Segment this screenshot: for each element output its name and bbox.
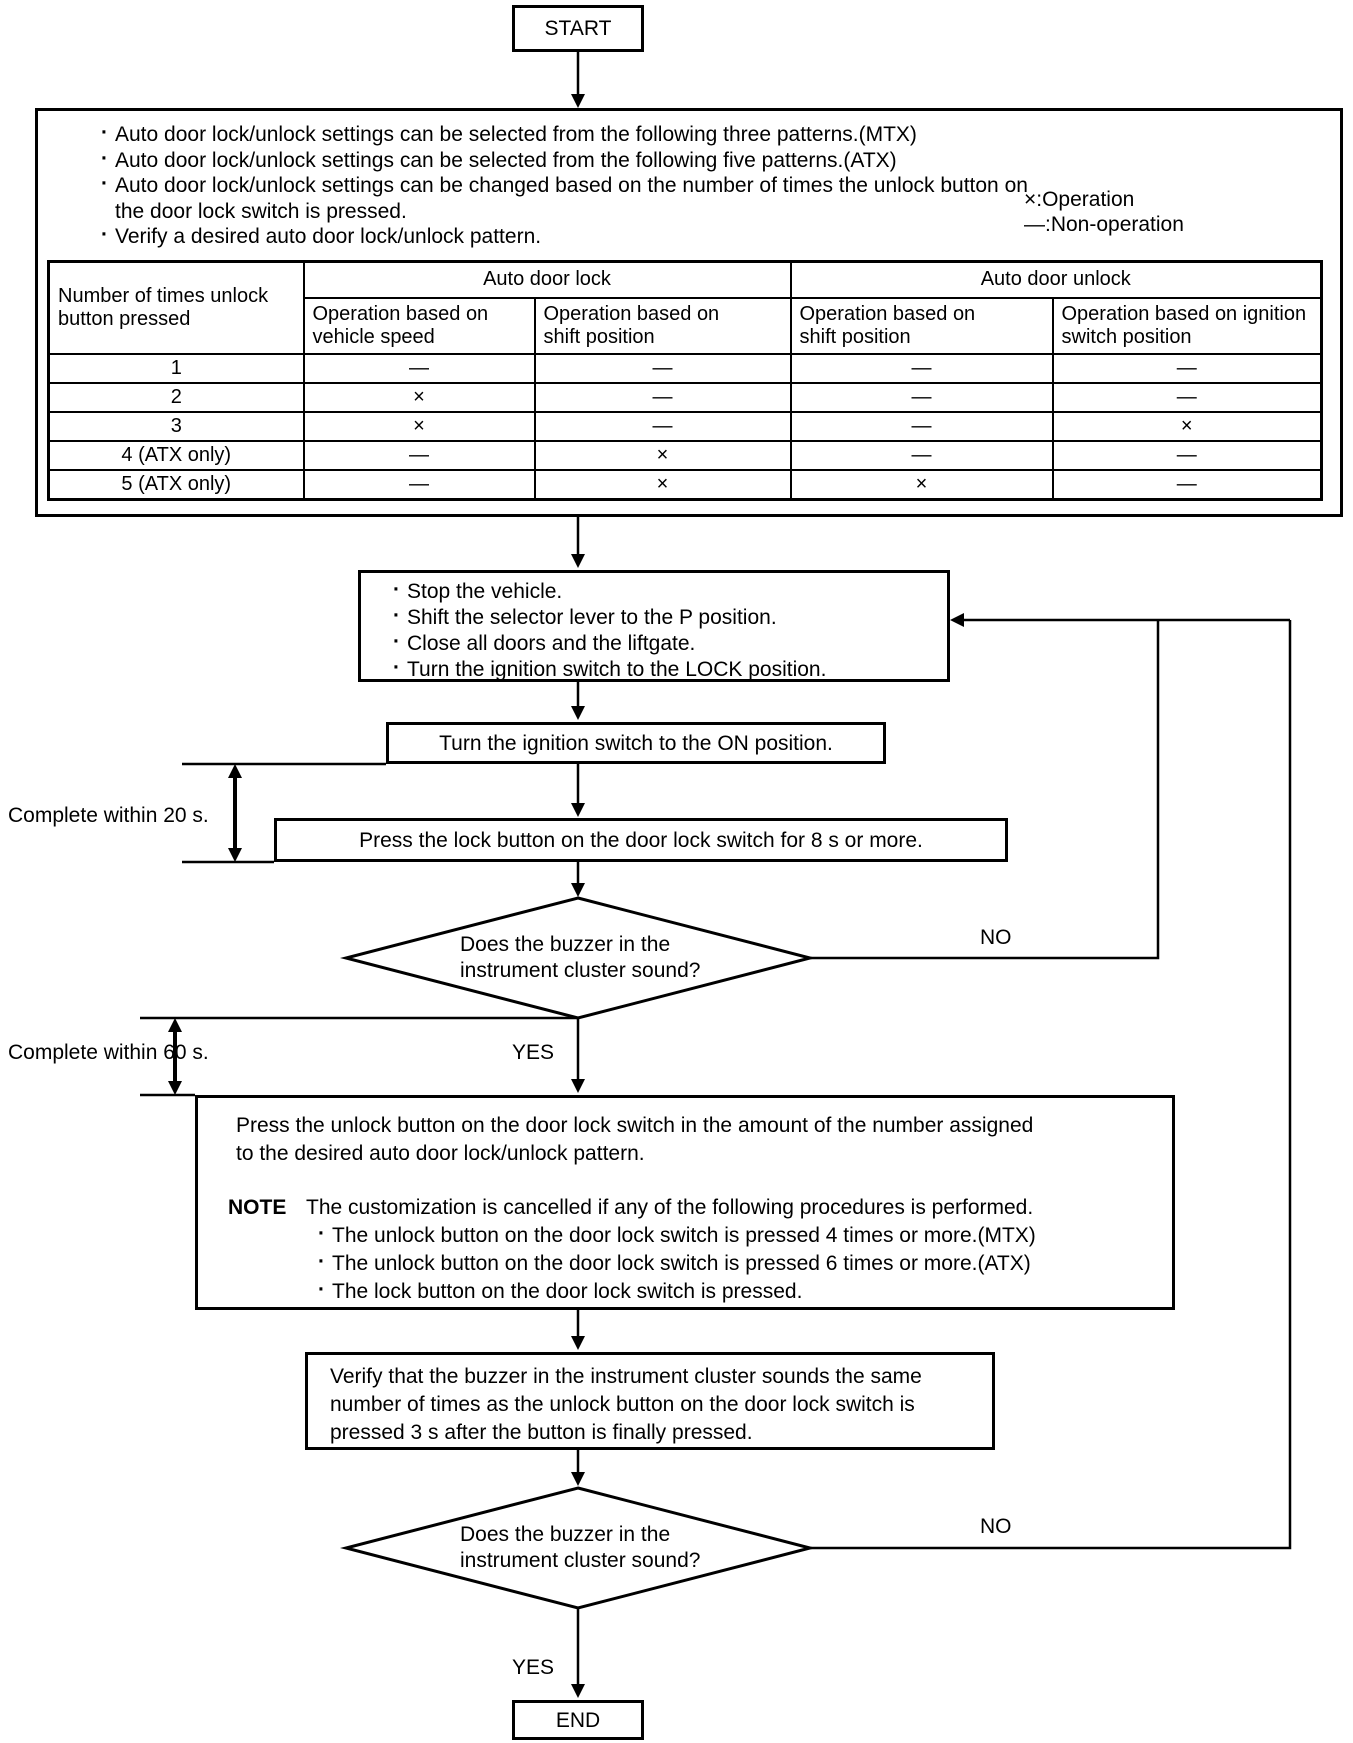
note-bullet-list: The unlock button on the door lock switc…	[318, 1220, 1156, 1306]
table-cell: —	[533, 352, 792, 384]
note-bullet: The unlock button on the door lock switc…	[318, 1220, 1156, 1250]
table-cell: —	[789, 439, 1054, 471]
table-cell: —	[302, 439, 536, 471]
pattern-table: Number of times unlock button pressed Au…	[47, 260, 1323, 501]
end-label: END	[555, 1708, 601, 1732]
arrow-pressunlock-to-verify	[571, 1310, 585, 1350]
table-cell: —	[789, 352, 1054, 384]
arrow-ignition-to-presslock	[571, 764, 585, 817]
start-node: START	[512, 5, 644, 52]
prepare-step-box: Stop the vehicle. Shift the selector lev…	[358, 570, 950, 682]
table-cell: —	[302, 352, 536, 384]
table-cell: ×	[302, 410, 536, 442]
table-cell: —	[1051, 352, 1323, 384]
row-label: 1	[47, 352, 305, 384]
prepare-bullet: Stop the vehicle.	[393, 577, 927, 605]
arrow-prepare-to-ignition	[571, 682, 585, 720]
decision1-yes-label: YES	[512, 1041, 555, 1064]
feedback-connector	[950, 613, 1290, 627]
table-cell: ×	[302, 381, 536, 413]
info-bullet: Auto door lock/unlock settings can be ch…	[101, 171, 1045, 224]
verify-buzzer-text: Verify that the buzzer in the instrument…	[330, 1365, 922, 1444]
table-cell: —	[789, 381, 1054, 413]
press-lock-step-box: Press the lock button on the door lock s…	[274, 818, 1008, 862]
arrow-presslock-to-decision1	[571, 862, 585, 897]
row-label: 5 (ATX only)	[47, 468, 305, 500]
press-unlock-text: Press the unlock button on the door lock…	[236, 1114, 1034, 1165]
note-label: NOTE	[228, 1196, 287, 1219]
verify-buzzer-step-box: Verify that the buzzer in the instrument…	[305, 1352, 995, 1450]
arrow-yes1-to-pressunlock	[571, 1018, 585, 1093]
prepare-bullet: Turn the ignition switch to the LOCK pos…	[393, 655, 927, 683]
info-bullet: Auto door lock/unlock settings can be se…	[101, 120, 1045, 148]
complete-20s-label: Complete within 20 s.	[8, 804, 209, 827]
row-label: 4 (ATX only)	[47, 439, 305, 471]
row-label: 2	[47, 381, 305, 413]
press-unlock-step-box: Press the unlock button on the door lock…	[195, 1095, 1175, 1310]
note-block: The customization is cancelled if any of…	[306, 1194, 1156, 1306]
table-subheader-row: Operation based on vehicle speed Operati…	[49, 296, 1323, 355]
row-label: 3	[47, 410, 305, 442]
legend-operation: ×:Operation	[1024, 188, 1135, 211]
group-header-lock: Auto door lock	[302, 260, 792, 299]
end-node: END	[512, 1700, 644, 1740]
info-bullet: Verify a desired auto door lock/unlock p…	[101, 222, 1045, 250]
table-cell: —	[302, 468, 536, 500]
table-cell: —	[533, 381, 792, 413]
no2-connector	[810, 620, 1292, 1550]
group-header-unlock: Auto door unlock	[789, 260, 1323, 299]
info-box: Auto door lock/unlock settings can be se…	[35, 108, 1343, 517]
row-header-cell: Number of times unlock button pressed	[47, 260, 305, 355]
arrow-start-to-info	[571, 52, 585, 108]
table-row: 5 (ATX only) — × × —	[47, 468, 1323, 500]
table-cell: —	[1051, 468, 1323, 500]
info-bullet-list: Auto door lock/unlock settings can be se…	[101, 120, 1045, 250]
table-cell: ×	[533, 439, 792, 471]
table-cell: —	[1051, 439, 1323, 471]
ignition-on-step-box: Turn the ignition switch to the ON posit…	[386, 722, 886, 764]
decision2-diamond	[340, 1486, 816, 1610]
table-cell: ×	[533, 468, 792, 500]
decision2-text: Does the buzzer in the instrument cluste…	[460, 1523, 701, 1572]
table-cell: ×	[789, 468, 1054, 500]
decision1-text: Does the buzzer in the instrument cluste…	[460, 933, 701, 982]
decision1-no-label: NO	[980, 926, 1012, 949]
prepare-bullet-list: Stop the vehicle. Shift the selector lev…	[393, 577, 927, 683]
table-cell: —	[533, 410, 792, 442]
legend-non-operation: —:Non-operation	[1024, 213, 1184, 236]
col-header-ignition: Operation based on ignition switch posit…	[1051, 296, 1323, 355]
prepare-bullet: Close all doors and the liftgate.	[393, 629, 927, 657]
table-group-row: Number of times unlock button pressed Au…	[47, 260, 1323, 355]
info-bullet: Auto door lock/unlock settings can be se…	[101, 146, 1045, 174]
table-cell: —	[1051, 381, 1323, 413]
decision1-diamond	[340, 896, 816, 1020]
col-header-shift-lock: Operation based on shift position	[533, 296, 792, 355]
table-row: 2 × — — —	[47, 381, 1323, 413]
col-header-vehicle-speed: Operation based on vehicle speed	[302, 296, 536, 355]
start-label: START	[544, 17, 612, 40]
ignition-on-text: Turn the ignition switch to the ON posit…	[439, 731, 833, 755]
press-lock-text: Press the lock button on the door lock s…	[359, 828, 923, 852]
bracket-20s	[182, 762, 386, 864]
decision2-yes-label: YES	[512, 1656, 555, 1679]
note-intro: The customization is cancelled if any of…	[306, 1196, 1034, 1219]
arrow-info-to-prepare	[571, 517, 585, 568]
prepare-bullet: Shift the selector lever to the P positi…	[393, 603, 927, 631]
table-legend: ×:Operation —:Non-operation	[1024, 187, 1184, 237]
table-cell: —	[789, 410, 1054, 442]
table-row: 4 (ATX only) — × — —	[47, 439, 1323, 471]
complete-60s-label: Complete within 60 s.	[8, 1041, 209, 1064]
note-bullet: The lock button on the door lock switch …	[318, 1276, 1156, 1306]
bracket-60s	[140, 1016, 578, 1097]
no1-connector	[810, 620, 1160, 960]
table-row: 1 — — — —	[47, 352, 1323, 384]
table-row: 3 × — — ×	[47, 410, 1323, 442]
table-cell: ×	[1051, 410, 1323, 442]
decision2-no-label: NO	[980, 1515, 1012, 1538]
arrow-verify-to-decision2	[571, 1450, 585, 1486]
col-header-shift-unlock: Operation based on shift position	[789, 296, 1054, 355]
arrow-yes2-to-end	[571, 1608, 585, 1698]
note-bullet: The unlock button on the door lock switc…	[318, 1248, 1156, 1278]
